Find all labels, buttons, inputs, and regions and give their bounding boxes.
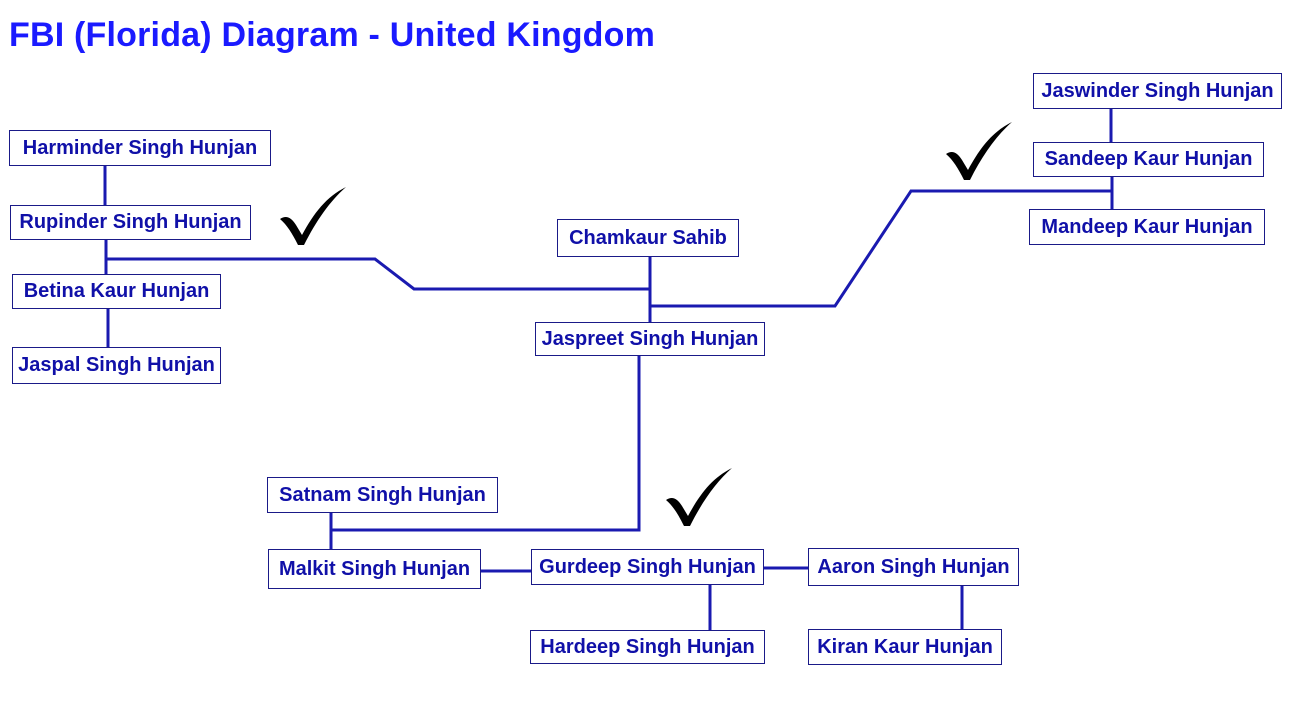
node-jaswinder: Jaswinder Singh Hunjan [1033, 73, 1282, 109]
node-hardeep: Hardeep Singh Hunjan [530, 630, 765, 664]
node-jaspreet: Jaspreet Singh Hunjan [535, 322, 765, 356]
node-satnam: Satnam Singh Hunjan [267, 477, 498, 513]
page-title: FBI (Florida) Diagram - United Kingdom [9, 16, 656, 54]
node-aaron: Aaron Singh Hunjan [808, 548, 1019, 586]
checkmark-icon [280, 187, 346, 245]
node-sandeep: Sandeep Kaur Hunjan [1033, 142, 1264, 177]
node-jaspal: Jaspal Singh Hunjan [12, 347, 221, 384]
node-mandeep: Mandeep Kaur Hunjan [1029, 209, 1265, 245]
node-chamkaur: Chamkaur Sahib [557, 219, 739, 257]
node-harminder: Harminder Singh Hunjan [9, 130, 271, 166]
connector-jaspreet-sandeep [650, 189, 1112, 308]
connector-rupinder-jaspreet [106, 257, 650, 291]
node-malkit: Malkit Singh Hunjan [268, 549, 481, 589]
node-rupinder: Rupinder Singh Hunjan [10, 205, 251, 240]
node-betina: Betina Kaur Hunjan [12, 274, 221, 309]
node-gurdeep: Gurdeep Singh Hunjan [531, 549, 764, 585]
checkmark-icon [946, 122, 1012, 180]
checkmark-icon [666, 468, 732, 526]
node-kiran: Kiran Kaur Hunjan [808, 629, 1002, 665]
connector-jaspreet-malkit [331, 356, 641, 532]
